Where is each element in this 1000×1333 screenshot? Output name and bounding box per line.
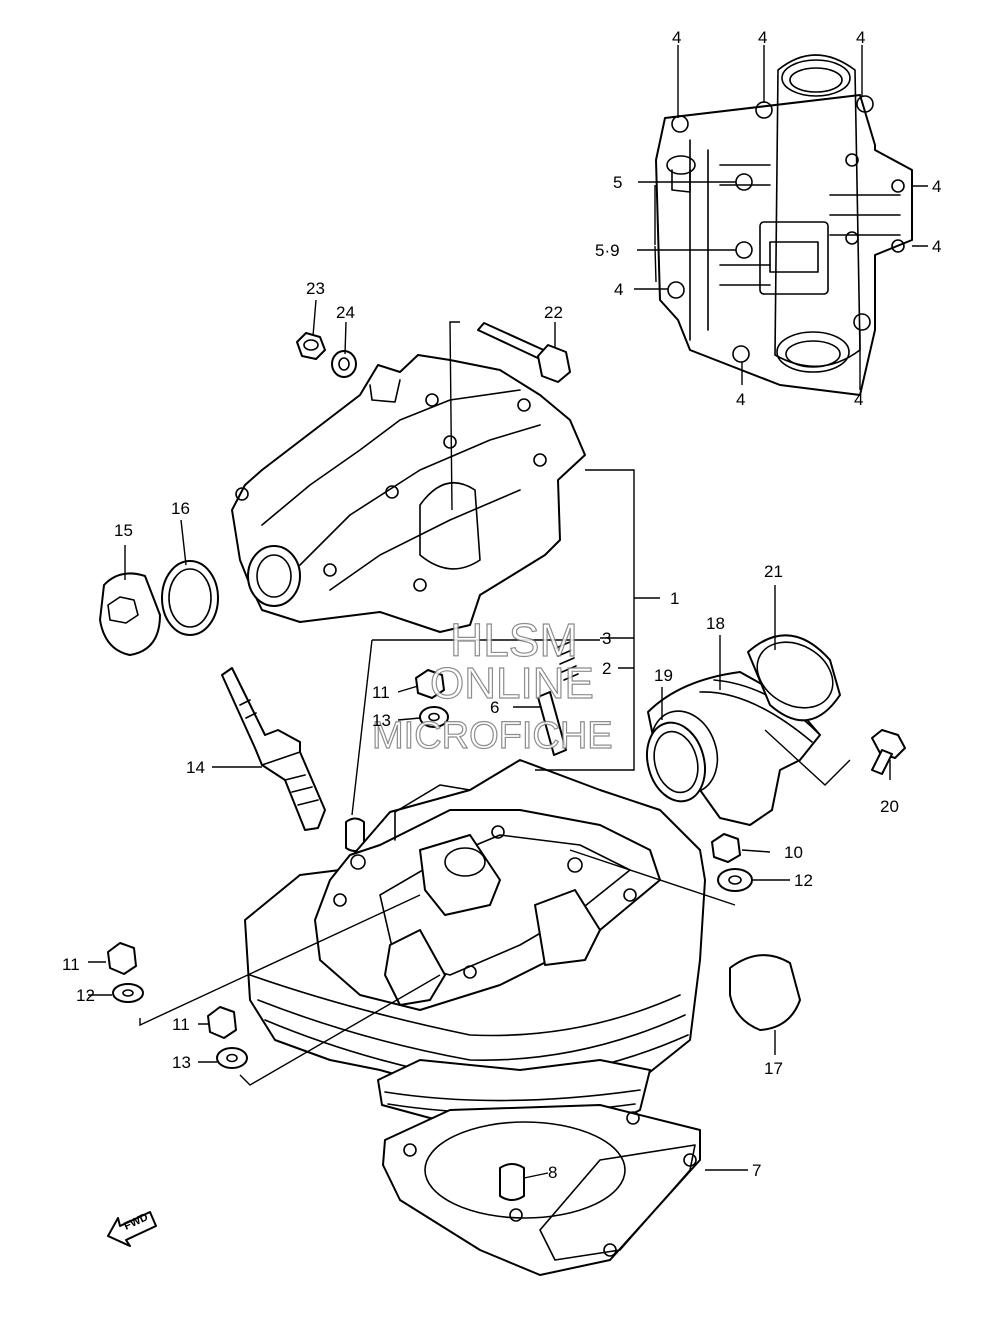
washer-12-left	[112, 983, 144, 1003]
callout-3: 3	[602, 629, 611, 648]
callout-4: 4	[932, 177, 941, 196]
callout-11: 11	[372, 683, 390, 702]
o-ring-19	[646, 721, 706, 803]
callout-15: 15	[114, 521, 133, 540]
bolt-20	[871, 729, 906, 775]
nut-23	[296, 332, 326, 360]
callout-10: 10	[784, 843, 803, 862]
callout-16: 16	[171, 499, 190, 518]
spark-plug-14	[221, 667, 326, 831]
callout-18: 18	[706, 614, 725, 633]
dowel-pin-8	[499, 1163, 525, 1201]
cylinder-head-bottom-view	[655, 54, 913, 396]
callout-4: 4	[758, 28, 767, 47]
washer-13-upper	[419, 706, 449, 728]
callout-20: 20	[880, 797, 899, 816]
washer-13-lower	[216, 1047, 248, 1069]
callout-23: 23	[306, 279, 325, 298]
watermark: HLSM ONLINE MICROFICHE	[371, 613, 613, 757]
cap-15	[99, 572, 161, 656]
callout-1: 1	[670, 589, 679, 608]
callout-leader-lines	[88, 299, 891, 1179]
callout-13: 13	[172, 1053, 191, 1072]
cap-17	[729, 954, 801, 1031]
callout-4: 4	[672, 28, 681, 47]
callout-17: 17	[764, 1059, 783, 1078]
callout-5: 5	[613, 173, 622, 192]
cylinder-head	[244, 759, 706, 1096]
watermark-line3: MICROFICHE	[372, 715, 613, 757]
bolt-22	[477, 322, 571, 383]
o-ring-16	[161, 560, 219, 636]
callout-6: 6	[490, 698, 499, 717]
callout-8: 8	[548, 1163, 557, 1182]
callout-21: 21	[764, 562, 783, 581]
inset-leader-lines	[634, 45, 928, 390]
callout-4: 4	[932, 237, 941, 256]
assembly-bracket-lines	[351, 321, 660, 816]
callout-14: 14	[186, 758, 205, 777]
callout-5-9: 5·9	[595, 241, 620, 260]
callout-4: 4	[736, 390, 745, 409]
callout-12: 12	[76, 986, 95, 1005]
callout-4: 4	[856, 28, 865, 47]
callout-13: 13	[372, 711, 391, 730]
watermark-line2: ONLINE	[430, 659, 594, 708]
callout-11: 11	[62, 955, 80, 974]
callout-12: 12	[794, 871, 813, 890]
cylinder-head-cover	[231, 354, 586, 633]
callout-7: 7	[752, 1161, 761, 1180]
callout-2: 2	[602, 659, 611, 678]
callout-19: 19	[654, 666, 673, 685]
washer-12-right	[717, 868, 753, 892]
bolt-11-left	[107, 942, 137, 975]
callout-labels: 4 4 4 5 4 5·9 4 4 4 4 23 24 22 15 16 1 3…	[62, 28, 941, 1182]
watermark-line1: HLSM	[450, 614, 578, 666]
callout-4: 4	[614, 280, 623, 299]
nut-10	[711, 833, 741, 863]
spring-pin-6	[537, 641, 579, 756]
washer-24	[331, 350, 357, 378]
callout-11: 11	[172, 1015, 190, 1034]
forward-arrow-icon: FWD	[107, 1211, 157, 1247]
bolt-11-lower	[207, 1006, 237, 1039]
bolt-11-upper	[415, 669, 445, 699]
callout-22: 22	[544, 303, 563, 322]
callout-4: 4	[854, 390, 863, 409]
cylinder-base-gasket-7	[382, 1104, 701, 1276]
callout-24: 24	[336, 303, 355, 322]
